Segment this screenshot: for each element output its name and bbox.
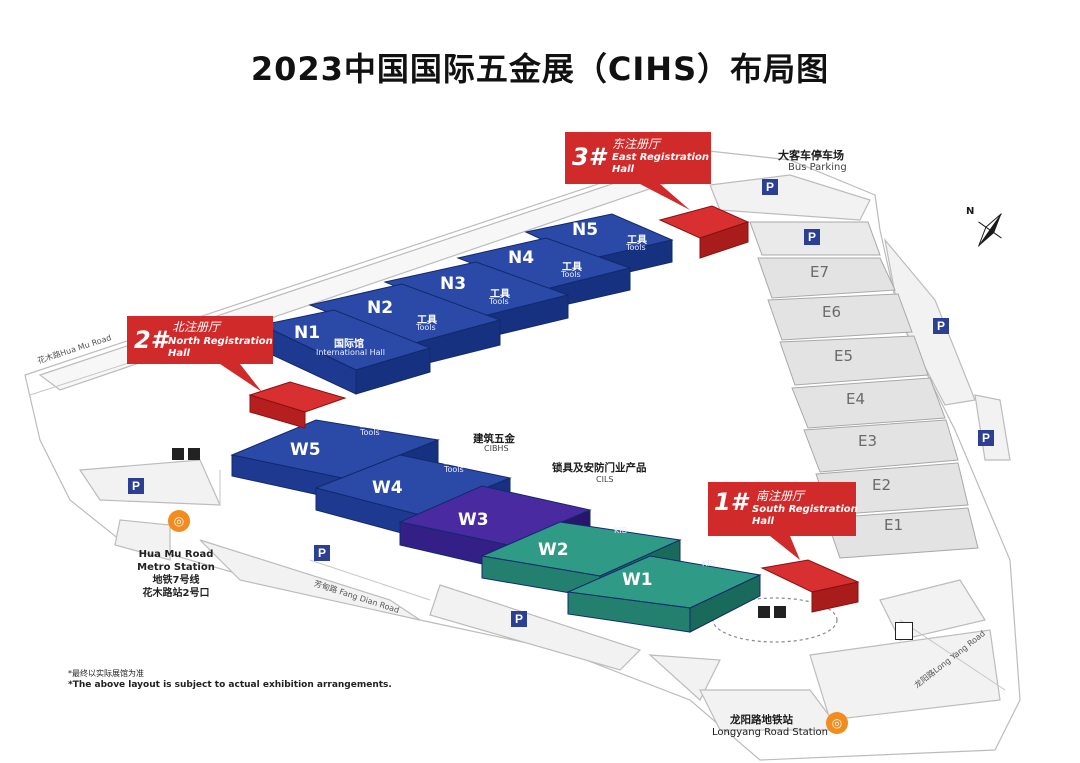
longyang-station-cn: 龙阳路地铁站 (730, 714, 793, 726)
hall-e6-code: E6 (822, 303, 842, 321)
taxi-icon (758, 606, 770, 618)
huamu-station-cn2: 花木路站2号口 (142, 588, 210, 599)
hall-n2-code: N2 (367, 298, 394, 318)
hall-w1-cn: 厨卫展 (692, 550, 722, 561)
hall-n2-en: Tools (416, 323, 436, 332)
hall-n3-code: N3 (440, 274, 467, 294)
bus-parking-en: Bus Parking (788, 162, 847, 173)
bus-icon (188, 448, 200, 460)
hall-w2-code: W2 (538, 540, 569, 560)
taxi-icon (172, 448, 184, 460)
hall-n3-cn: 工具 (490, 289, 510, 300)
metro-icon: ◎ (168, 510, 190, 532)
bus-parking-cn: 大客车停车场 (778, 149, 844, 162)
hall-e3-code: E3 (858, 432, 878, 450)
parking-icon: P (804, 229, 820, 245)
hall-w3-en: CILS (596, 475, 614, 484)
east-registration-cn: 东注册厅 (612, 137, 661, 151)
north-registration-en2: Hall (168, 348, 190, 359)
registration-blocks (248, 205, 860, 613)
parking-icon: P (314, 545, 330, 561)
south-registration-num: 1# (714, 488, 748, 516)
parking-icon: P (933, 318, 949, 334)
hall-n4-en: Tools (561, 270, 581, 279)
hall-e1-code: E1 (884, 516, 904, 534)
west-halls (230, 419, 762, 633)
hall-n3-en: Tools (489, 297, 509, 306)
parking-icon: P (978, 430, 994, 446)
north-registration-en1: North Registration (168, 336, 273, 347)
hall-n4-code: N4 (508, 248, 535, 268)
hall-e2-code: E2 (872, 476, 892, 494)
east-registration-num: 3# (572, 143, 606, 171)
hall-n1-cn: 国际馆 (334, 339, 364, 350)
hall-e7-code: E7 (810, 263, 830, 281)
hall-w2-en: KIB (614, 526, 628, 535)
south-registration-cn: 南注册厅 (756, 489, 805, 503)
page-title: 2023中国国际五金展（CIHS）布局图 (250, 50, 830, 88)
note-en: *The above layout is subject to actual e… (68, 680, 392, 690)
hall-w5-code: W5 (290, 440, 321, 460)
north-registration-num: 2# (134, 326, 168, 354)
hall-w4-cn: 工具 (444, 456, 464, 467)
hall-w5-en: Tools (360, 428, 380, 437)
parking-icon: P (762, 179, 778, 195)
hall-n5-code: N5 (572, 220, 599, 240)
hall-n5-en: Tools (626, 243, 646, 252)
huamu-station-label: Hua Mu Road Metro Station 地铁7号线 花木路站2号口 (126, 548, 226, 600)
hall-w4-code: W4 (372, 478, 403, 498)
hall-n1-en: International Hall (316, 348, 385, 357)
hall-n5-cn: 工具 (627, 235, 647, 246)
huamu-station-en2: Metro Station (137, 562, 215, 573)
hall-w1-en: KIB (702, 559, 716, 568)
bus-stop-icon (895, 622, 913, 640)
north-registration-cn: 北注册厅 (172, 320, 221, 334)
hall-w2-cn: 厨卫展 (604, 517, 634, 528)
east-registration-en1: East Registration (612, 152, 709, 163)
south-registration-en1: South Registration (752, 504, 858, 515)
note-cn: *最终以实际展馆为准 (68, 669, 144, 678)
registration-callouts (127, 132, 856, 560)
south-registration-en2: Hall (752, 516, 774, 527)
hall-cibhs-cn: 建筑五金 (473, 433, 515, 445)
compass-icon (978, 213, 1002, 247)
hall-w5-cn: 工具 (360, 419, 380, 430)
hall-e4-code: E4 (846, 390, 866, 408)
huamu-station-cn1: 地铁7号线 (152, 575, 200, 586)
bus-icon (774, 606, 786, 618)
east-halls (749, 221, 979, 559)
hall-n1-code: N1 (294, 323, 321, 343)
hall-w1-code: W1 (622, 570, 653, 590)
hall-cibhs-en: CIBHS (484, 444, 509, 453)
huamu-station-en1: Hua Mu Road (138, 549, 214, 560)
compass-north-label: N (966, 206, 975, 217)
north-halls (260, 213, 674, 395)
hall-w4-en: Tools (444, 465, 464, 474)
east-registration-en2: Hall (612, 164, 634, 175)
longyang-station-en: Longyang Road Station (712, 727, 828, 738)
hall-w3-cn: 锁具及安防门业产品 (552, 462, 647, 474)
hall-n2-cn: 工具 (417, 315, 437, 326)
parking-icon: P (511, 611, 527, 627)
hall-e5-code: E5 (834, 347, 854, 365)
metro-icon: ◎ (826, 712, 848, 734)
hall-n4-cn: 工具 (562, 262, 582, 273)
parking-icon: P (128, 478, 144, 494)
hall-w3-code: W3 (458, 510, 489, 530)
